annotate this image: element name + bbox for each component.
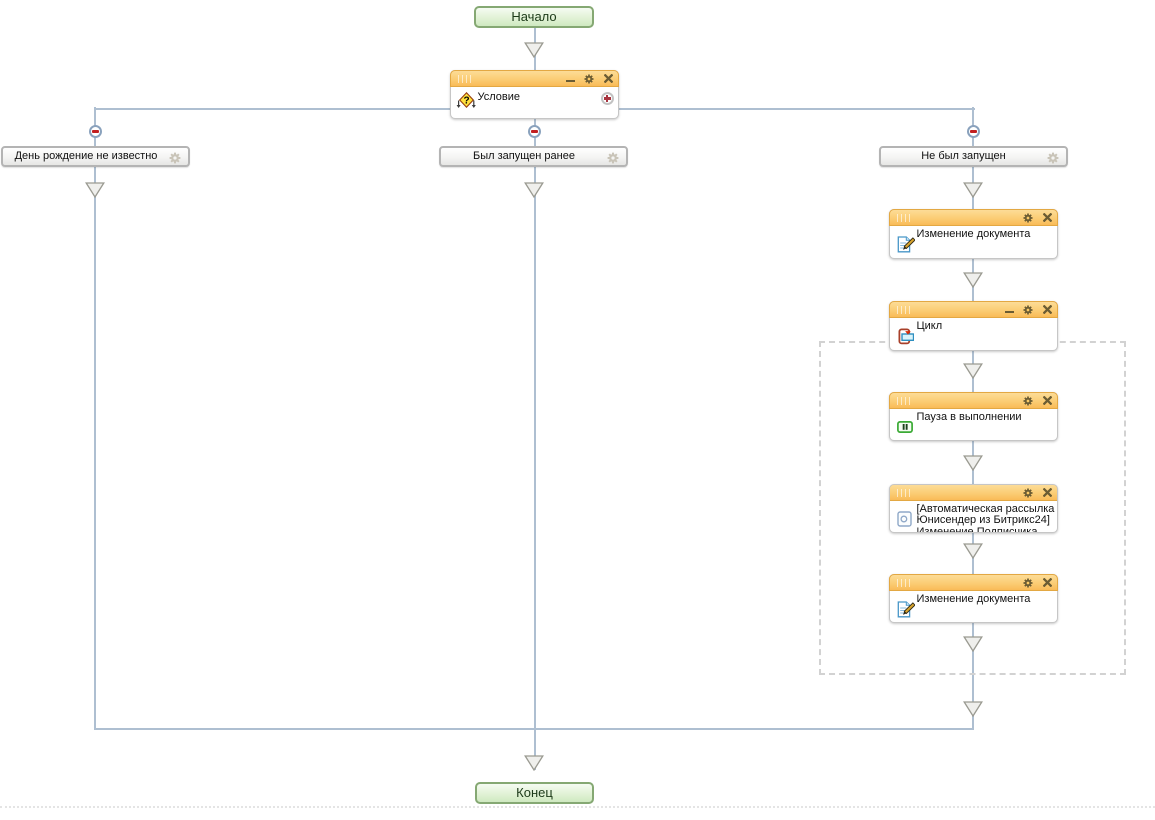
svg-text:?: ? (463, 96, 469, 107)
